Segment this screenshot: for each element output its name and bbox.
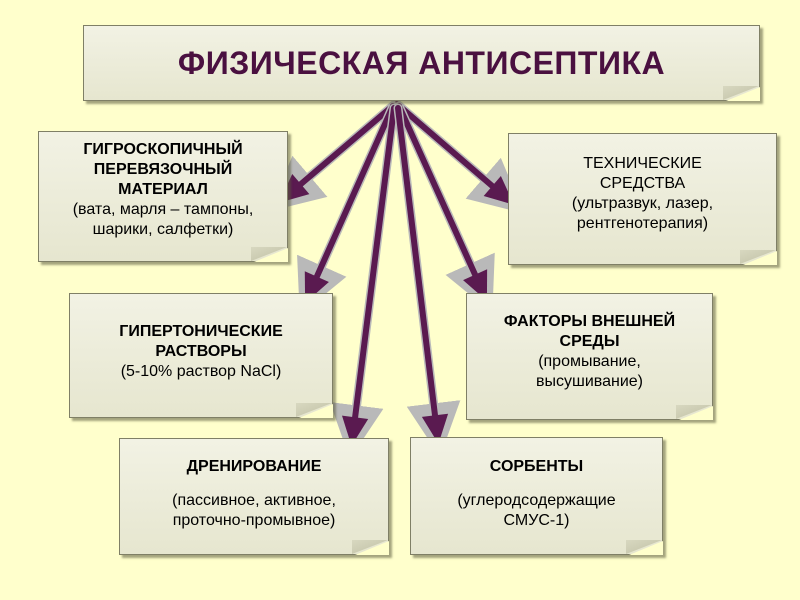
box-hygroscopic-material: ГИГРОСКОПИЧНЫЙ ПЕРЕВЯЗОЧНЫЙ МАТЕРИАЛ (ва… (38, 131, 288, 262)
box-technical-means: ТЕХНИЧЕСКИЕ СРЕДСТВА (ультразвук, лазер,… (508, 133, 777, 265)
arrow-to-hygroscopic (268, 99, 400, 212)
box-heading-line: ФАКТОРЫ ВНЕШНЕЙ (503, 313, 676, 330)
box-detail-line: шарики, салфетки) (92, 221, 234, 238)
box-heading-line: СРЕДСТВА (599, 175, 686, 192)
box-detail-line: (вата, марля – тампоны, (72, 201, 254, 218)
box-heading-line: МАТЕРИАЛ (118, 181, 208, 198)
box-detail-line: СМУС-1) (503, 512, 570, 529)
box-hypertonic-solutions: ГИПЕРТОНИЧЕСКИЕ РАСТВОРЫ (5-10% раствор … (69, 293, 333, 418)
arrow-to-hypertonic (297, 101, 398, 316)
box-heading-line: ГИГРОСКОПИЧНЫЙ (83, 141, 243, 158)
box-detail-line: (пассивное, активное, (172, 492, 336, 509)
arrow-to-technical (392, 99, 525, 214)
arrow-to-sorbents (393, 103, 461, 458)
box-heading-line: ДРЕНИРОВАНИЕ (186, 458, 322, 475)
box-detail-line: (5-10% раствор NaCl) (120, 363, 282, 380)
title-box: ФИЗИЧЕСКАЯ АНТИСЕПТИКА (83, 25, 760, 101)
box-environmental-factors: ФАКТОРЫ ВНЕШНЕЙ СРЕДЫ (промывание, высуш… (466, 293, 713, 420)
box-heading-line: РАСТВОРЫ (155, 343, 247, 360)
box-detail-line: (промывание, (538, 353, 641, 370)
box-heading-line: СОРБЕНТЫ (489, 458, 584, 475)
box-heading-line: ПЕРЕВЯЗОЧНЫЙ (93, 161, 233, 178)
box-heading-line: ГИПЕРТОНИЧЕСКИЕ (119, 323, 283, 340)
box-heading-line: СРЕДЫ (559, 333, 620, 350)
box-detail-line: (углеродсодержащие (457, 492, 616, 509)
box-sorbents: СОРБЕНТЫ (углеродсодержащие СМУС-1) (410, 437, 663, 555)
diagram-title: ФИЗИЧЕСКАЯ АНТИСЕПТИКА (177, 44, 666, 81)
box-detail-line: рентгенотерапия) (576, 215, 709, 232)
arrow-to-drainage (329, 103, 399, 460)
box-detail-line: проточно-промывное) (172, 512, 336, 529)
box-drainage: ДРЕНИРОВАНИЕ (пассивное, активное, прото… (119, 438, 389, 555)
box-detail-line: высушивание) (536, 373, 643, 390)
box-heading-line: ТЕХНИЧЕСКИЕ (583, 155, 702, 172)
arrow-to-environment (394, 101, 495, 313)
box-detail-line: (ультразвук, лазер, (571, 195, 714, 212)
